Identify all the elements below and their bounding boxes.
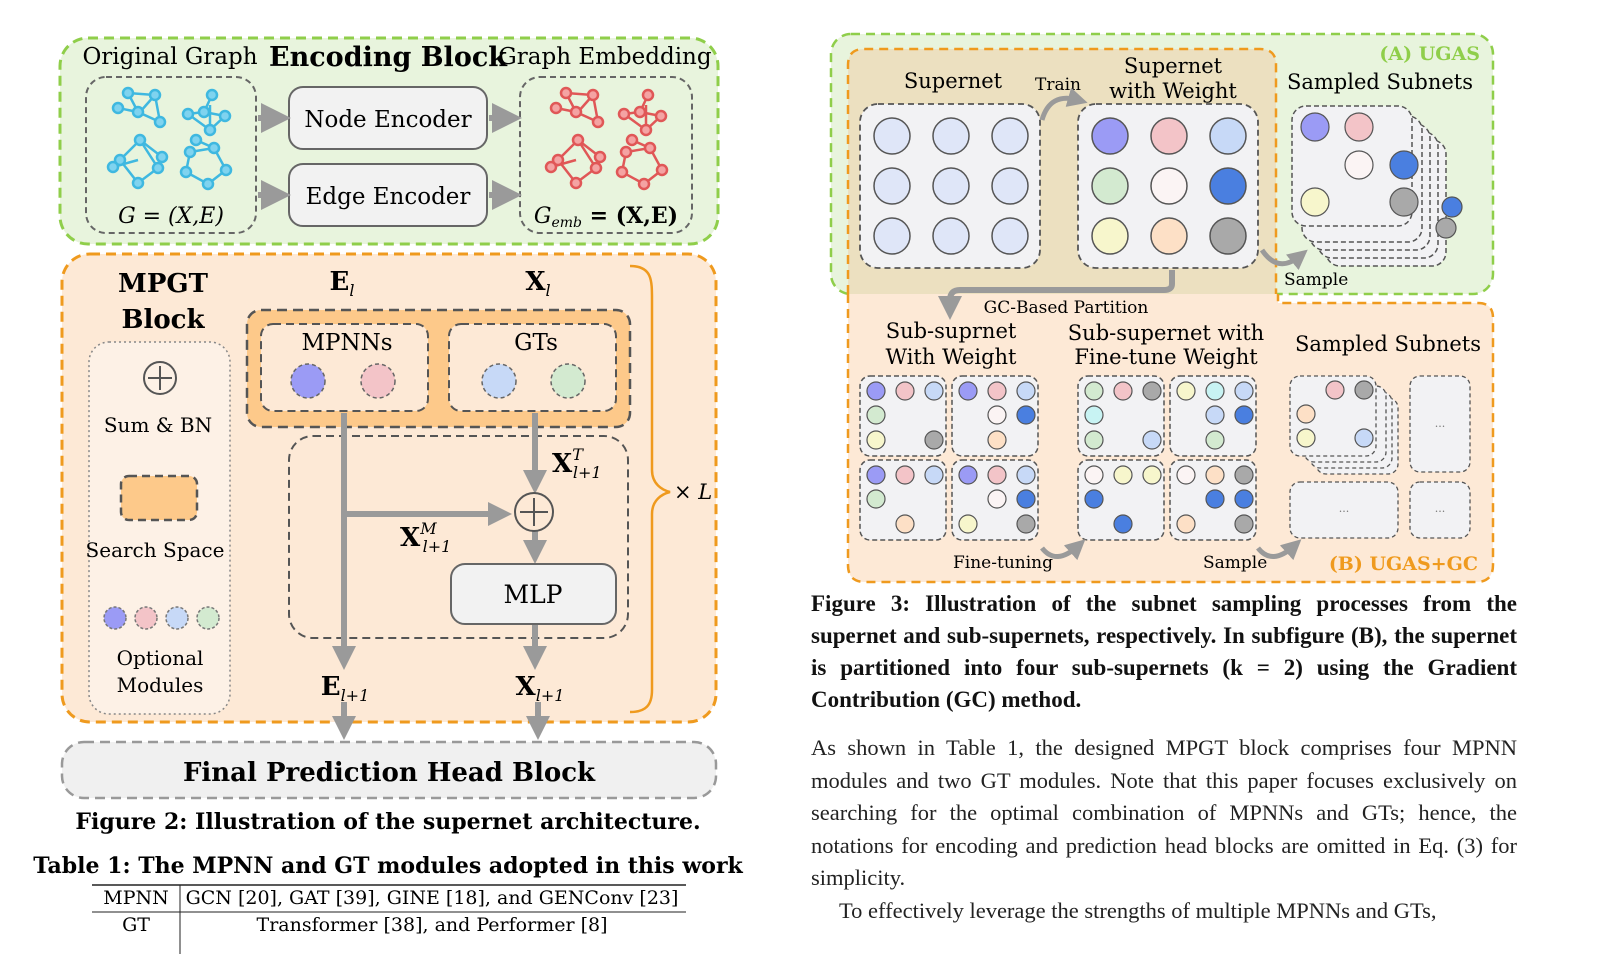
encoding-block-title: Encoding Block [269, 42, 508, 73]
graph-embedding-icon [544, 86, 669, 191]
graph-embedding-box [519, 76, 693, 234]
mpgt-title-1: MPGT [118, 269, 209, 299]
body-paragraph-2: To effectively leverage the strengths of… [839, 898, 1437, 923]
sub-supernets-finetune [1077, 375, 1257, 541]
optional-label-2: Modules [117, 673, 204, 697]
figure-3: (A) UGAS (B) UGAS+GC Supernet Train Supe… [829, 32, 1495, 584]
table-row-1-name: MPNN [103, 887, 169, 909]
supernet-weight-label-2: with Weight [1109, 79, 1237, 103]
sampled-subnets-b: ... ... ... [1289, 375, 1471, 539]
node-encoder-label: Node Encoder [304, 107, 471, 133]
sampled-subnets-a-label: Sampled Subnets [1287, 70, 1473, 94]
module-circles [290, 363, 586, 399]
sample-a-label: Sample [1284, 270, 1348, 290]
ugas-label: (A) UGAS [1379, 43, 1480, 65]
table-1-caption: Table 1: The MPNN and GT modules adopted… [33, 853, 743, 879]
times-l-label: × L [674, 480, 712, 504]
body-paragraph-1: As shown in Table 1, the designed MPGT b… [811, 735, 1517, 890]
repeat-brace [629, 264, 671, 714]
optional-label-1: Optional [117, 646, 204, 670]
figure-2-caption: Figure 2: Illustration of the supernet a… [75, 809, 700, 835]
edge-encoder-label: Edge Encoder [306, 184, 471, 210]
sub-w-label-2: With Weight [886, 345, 1018, 369]
gc-partition-label: GC-Based Partition [984, 298, 1149, 318]
figure-3-caption: Figure 3: Illustration of the subnet sam… [811, 591, 1517, 712]
fusion-region [288, 435, 629, 639]
sum-icon [143, 361, 177, 395]
sampled-subnets-a-stack [1291, 105, 1463, 267]
gemb-equation: Gemb = (X,E) [534, 203, 678, 231]
sub-supernets-weight [859, 375, 1039, 541]
search-space-swatch [119, 474, 199, 522]
encoder-arrows [258, 103, 522, 210]
fine-tuning-label: Fine-tuning [953, 553, 1053, 573]
prediction-head-block [60, 740, 718, 800]
figure-2: Original Graph Encoding Block Graph Embe… [33, 36, 744, 954]
ellipsis-2: ... [1339, 502, 1350, 515]
mpgt-arrows [332, 413, 550, 740]
sub-ft-label-1: Sub-supernet with [1068, 321, 1264, 345]
x-l-label: Xl [525, 267, 550, 300]
e-l-label: El [330, 267, 355, 300]
original-graph-icon [106, 86, 233, 191]
graph-embedding-label: Graph Embedding [498, 44, 711, 70]
gts-label: GTs [514, 330, 558, 356]
mlp-label: MLP [503, 580, 562, 609]
ellipsis-1: ... [1435, 417, 1446, 430]
table-row-1-value: GCN [20], GAT [39], GINE [18], and GENCo… [186, 887, 679, 909]
table-row-2-name: GT [122, 914, 150, 936]
mpnns-label: MPNNs [301, 330, 392, 356]
prediction-head-label: Final Prediction Head Block [183, 758, 596, 788]
mlp-box [450, 563, 617, 625]
optional-modules-swatches [103, 606, 220, 630]
ugas-gc-label: (B) UGAS+GC [1329, 553, 1478, 575]
x-out-label: Xl+1 [516, 672, 565, 705]
supernet-label: Supernet [904, 69, 1003, 93]
mpgt-title-2: Block [121, 305, 205, 335]
train-label: Train [1035, 75, 1081, 95]
ellipsis-3: ... [1435, 502, 1446, 515]
sample-b-label: Sample [1203, 553, 1267, 573]
g-equation: G = (X,E) [118, 204, 224, 229]
sampled-subnets-b-label: Sampled Subnets [1295, 332, 1481, 356]
sum-bn-label: Sum & BN [104, 413, 212, 437]
original-graph-label: Original Graph [82, 44, 257, 70]
table-row-2-value: Transformer [38], and Performer [8] [257, 914, 608, 936]
search-space-label: Search Space [86, 538, 225, 562]
supernet-weight-label-1: Supernet [1124, 54, 1223, 78]
sub-ft-label-2: Fine-tune Weight [1074, 345, 1258, 369]
supernet-weight-nodes [1091, 117, 1247, 255]
supernet-nodes [873, 117, 1029, 255]
original-graph-box [85, 76, 257, 234]
sub-w-label-1: Sub-suprnet [886, 319, 1017, 343]
e-out-label: El+1 [321, 672, 370, 705]
